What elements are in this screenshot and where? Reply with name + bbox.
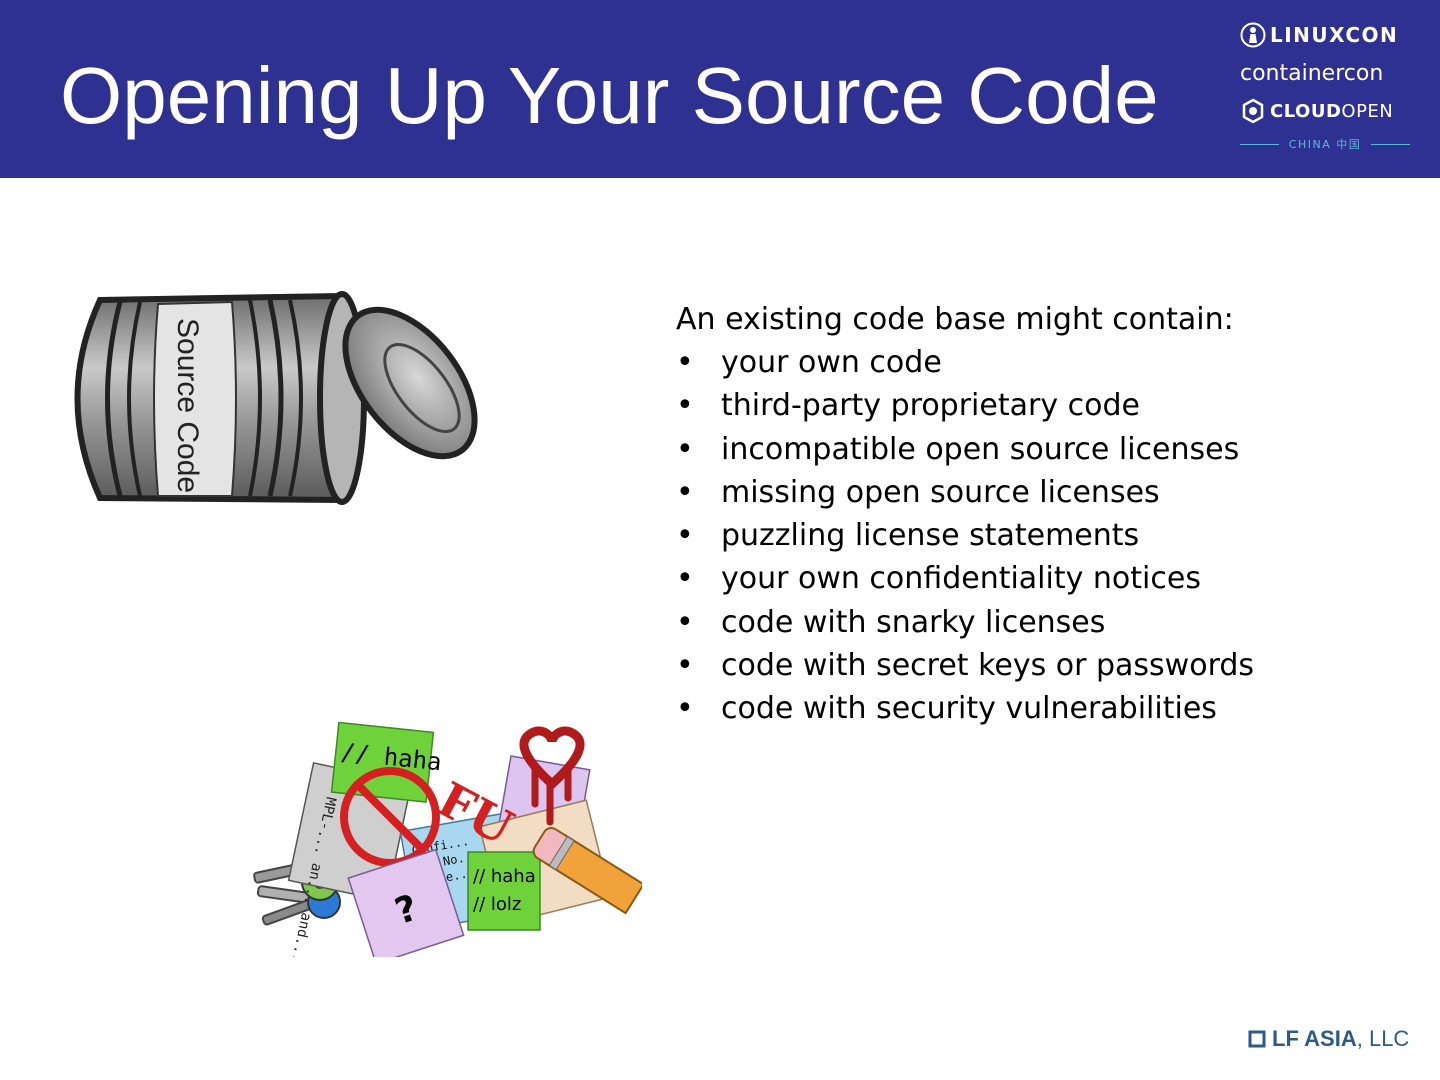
bullet-glyph: •: [676, 474, 694, 510]
bullet-glyph: •: [676, 648, 694, 684]
footer-brand: LF ASIA, LLC: [1248, 1026, 1409, 1052]
note-bottom-text-1: // haha: [473, 866, 536, 887]
pencil-icon: [532, 826, 642, 915]
china-tagline: CHINA 中国: [1240, 134, 1411, 154]
divider: [1371, 143, 1411, 145]
prohibited-icon: [340, 767, 440, 867]
source-code-can-illustration: Source Code: [74, 291, 478, 505]
bullet-glyph: •: [676, 691, 694, 727]
heartbleed-icon: [519, 726, 585, 826]
list-item: •your own confidentiality notices: [676, 557, 1376, 600]
intro-text: An existing code base might contain:: [676, 302, 1234, 337]
content-block: An existing code base might contain: •yo…: [676, 298, 1376, 731]
slide-title: Opening Up Your Source Code: [60, 51, 1159, 140]
china-text: CHINA 中国: [1288, 138, 1362, 151]
list-item: •code with security vulnerabilities: [676, 687, 1376, 730]
list-item: •puzzling license statements: [676, 514, 1376, 557]
code-pile-illustration: MPL-... an... and... // haha Confi... No…: [253, 722, 642, 957]
containercon-text: containercon: [1240, 60, 1384, 86]
bullet-glyph: •: [676, 431, 694, 467]
list-item: •third-party proprietary code: [676, 384, 1376, 427]
cloud-text-bold: CLOUD: [1270, 100, 1342, 122]
bullet-glyph: •: [676, 604, 694, 640]
divider: [1240, 143, 1279, 145]
linuxcon-text: LINUXCON: [1270, 23, 1399, 47]
list-item: •incompatible open source licenses: [676, 428, 1376, 471]
event-logos: LINUXCON containercon CLOUDOPEN CHINA 中国: [1240, 16, 1411, 154]
cloud-text-thin: OPEN: [1341, 100, 1394, 122]
bullet-glyph: •: [676, 345, 694, 380]
list-item: •code with secret keys or passwords: [676, 644, 1376, 687]
list-item: •missing open source licenses: [676, 471, 1376, 514]
slide-header: Opening Up Your Source Code LINUXCON con…: [0, 0, 1440, 178]
linux-penguin-icon: [1240, 22, 1266, 48]
lf-square-icon: [1248, 1030, 1266, 1048]
bullet-glyph: •: [676, 518, 694, 554]
containercon-logo: containercon: [1240, 54, 1410, 92]
list-item: •code with snarky licenses: [676, 601, 1376, 644]
code-contents-list: •your own code •third-party proprietary …: [676, 341, 1376, 731]
footer-brand-bold: LF ASIA: [1272, 1026, 1357, 1051]
footer-brand-rest: , LLC: [1356, 1026, 1410, 1051]
linuxcon-logo: LINUXCON: [1240, 16, 1410, 54]
bullet-glyph: •: [676, 388, 694, 424]
list-item: •your own code: [676, 341, 1376, 384]
can-label: Source Code: [171, 318, 204, 493]
cloud-gear-icon: [1242, 98, 1264, 124]
bullet-glyph: •: [676, 561, 694, 597]
cloudopen-logo: CLOUDOPEN: [1240, 92, 1410, 130]
note-bottom-text-2: // lolz: [473, 894, 521, 915]
